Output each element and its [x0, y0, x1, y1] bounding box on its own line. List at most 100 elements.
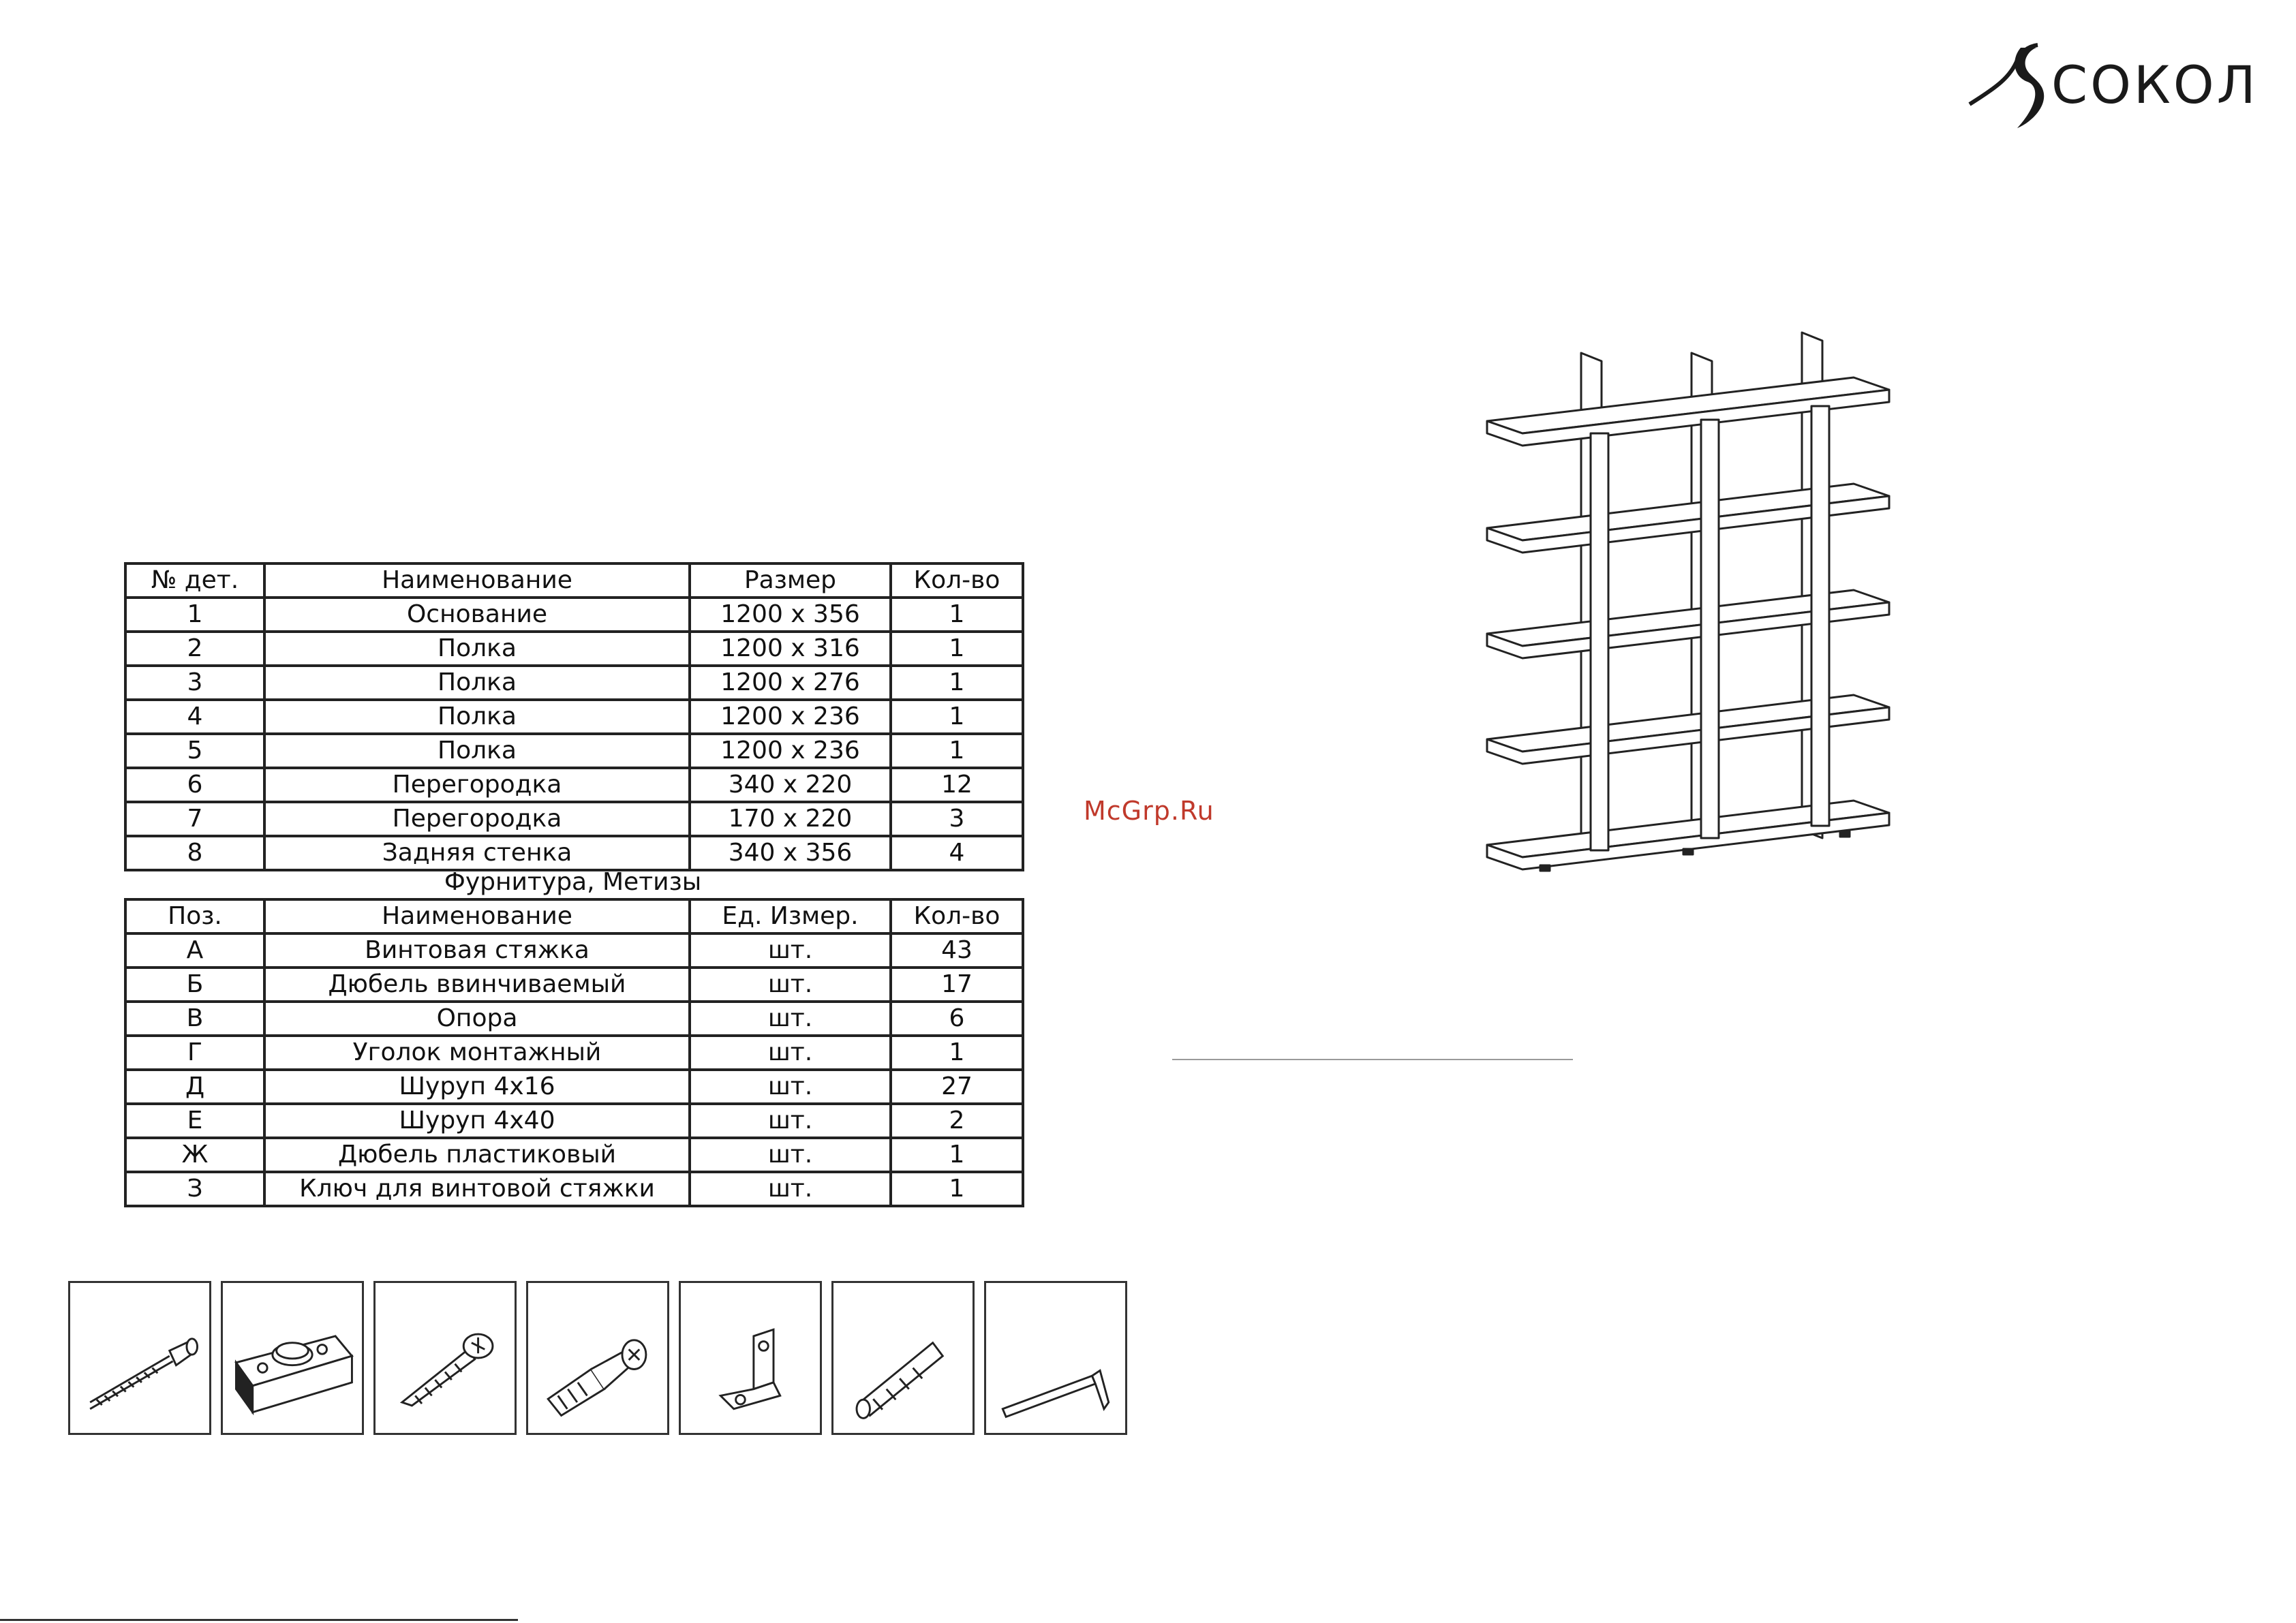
- cell-quantity: 4: [889, 835, 1024, 871]
- shelf-boards: [1486, 376, 1891, 871]
- brand-name: СОКОЛ: [2051, 55, 2259, 115]
- cell-name: Полка: [263, 732, 691, 769]
- cell-name: Опора: [263, 1000, 691, 1037]
- front-dividers: [1589, 405, 1831, 852]
- cell-part-number: 4: [124, 698, 266, 735]
- cell-name: Дюбель пластиковый: [263, 1137, 691, 1173]
- cell-part-number: 7: [124, 801, 266, 837]
- cell-quantity: 1: [889, 630, 1024, 667]
- cell-position: В: [124, 1000, 266, 1037]
- cell-name: Шуруп 4х40: [263, 1102, 691, 1139]
- separator-line: [1172, 1059, 1573, 1060]
- header-quantity: Кол-во: [889, 898, 1024, 935]
- cell-name: Перегородка: [263, 767, 691, 803]
- cell-size: 170 x 220: [688, 801, 892, 837]
- bookshelf-illustration: [1486, 331, 1891, 872]
- cell-part-number: 6: [124, 767, 266, 803]
- cell-position: Г: [124, 1034, 266, 1071]
- cell-position: Ж: [124, 1137, 266, 1173]
- cell-name: Дюбель ввинчиваемый: [263, 966, 691, 1003]
- header-position: Поз.: [124, 898, 266, 935]
- cell-quantity: 2: [889, 1102, 1024, 1139]
- header-unit: Ед. Измер.: [688, 898, 892, 935]
- cell-name: Уголок монтажный: [263, 1034, 691, 1071]
- cell-part-number: 3: [124, 664, 266, 701]
- hex-key-icon: [984, 1281, 1127, 1435]
- cell-name: Ключ для винтовой стяжки: [263, 1171, 691, 1207]
- support-foot-icon: [221, 1281, 364, 1435]
- cell-position: Б: [124, 966, 266, 1003]
- header-quantity: Кол-во: [889, 562, 1024, 599]
- cell-unit: шт.: [688, 1137, 892, 1173]
- cell-position: А: [124, 932, 266, 969]
- cell-quantity: 6: [889, 1000, 1024, 1037]
- cell-name: Шуруп 4х16: [263, 1068, 691, 1105]
- table-header-row: Поз. Наименование Ед. Измер. Кол-во: [124, 898, 1024, 935]
- cell-name: Перегородка: [263, 801, 691, 837]
- cell-size: 1200 x 236: [688, 732, 892, 769]
- cell-unit: шт.: [688, 1102, 892, 1139]
- cell-quantity: 17: [889, 966, 1024, 1003]
- cell-quantity: 1: [889, 1137, 1024, 1173]
- cell-position: З: [124, 1171, 266, 1207]
- cell-size: 1200 x 356: [688, 596, 892, 633]
- cell-position: Е: [124, 1102, 266, 1139]
- brand-logo: СОКОЛ: [1963, 40, 2256, 135]
- cell-unit: шт.: [688, 932, 892, 969]
- cell-name: Полка: [263, 698, 691, 735]
- cell-size: 1200 x 236: [688, 698, 892, 735]
- cell-part-number: 5: [124, 732, 266, 769]
- cell-quantity: 43: [889, 932, 1024, 969]
- header-size: Размер: [688, 562, 892, 599]
- cell-size: 1200 x 276: [688, 664, 892, 701]
- cell-size: 1200 x 316: [688, 630, 892, 667]
- watermark: McGrp.Ru: [1084, 796, 1214, 826]
- hardware-icons-row: [68, 1281, 1131, 1438]
- cell-unit: шт.: [688, 1068, 892, 1105]
- plastic-dowel-icon: [831, 1281, 975, 1435]
- cell-part-number: 2: [124, 630, 266, 667]
- cell-unit: шт.: [688, 1000, 892, 1037]
- cell-quantity: 12: [889, 767, 1024, 803]
- cell-quantity: 1: [889, 596, 1024, 633]
- header-name: Наименование: [263, 898, 691, 935]
- cell-name: Полка: [263, 664, 691, 701]
- bottom-rule: [0, 1619, 518, 1621]
- hardware-caption: Фурнитура, Метизы: [444, 868, 702, 896]
- header-part-number: № дет.: [124, 562, 266, 599]
- cell-quantity: 1: [889, 664, 1024, 701]
- cell-quantity: 3: [889, 801, 1024, 837]
- table-header-row: № дет. Наименование Размер Кол-во: [124, 562, 1024, 599]
- cell-quantity: 1: [889, 732, 1024, 769]
- support-feet: [1539, 830, 1851, 872]
- cell-name: Винтовая стяжка: [263, 932, 691, 969]
- header-name: Наименование: [263, 562, 691, 599]
- cell-part-number: 8: [124, 835, 266, 871]
- cell-quantity: 1: [889, 1034, 1024, 1071]
- confirmat-screw-icon: [68, 1281, 211, 1435]
- cell-size: 340 x 220: [688, 767, 892, 803]
- cell-unit: шт.: [688, 966, 892, 1003]
- cell-quantity: 1: [889, 1171, 1024, 1207]
- cell-unit: шт.: [688, 1171, 892, 1207]
- cell-part-number: 1: [124, 596, 266, 633]
- cell-size: 340 x 356: [688, 835, 892, 871]
- mounting-bracket-icon: [679, 1281, 822, 1435]
